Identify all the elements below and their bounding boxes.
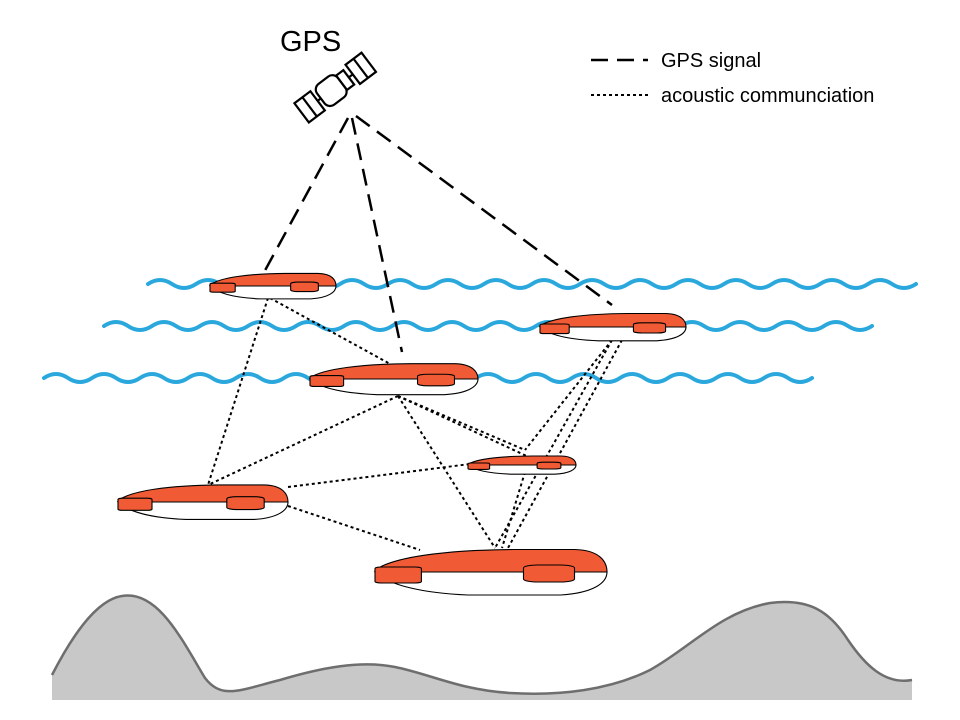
gps-link	[260, 117, 350, 277]
auv-vehicle-icon	[118, 485, 288, 520]
acoustic-link	[397, 395, 526, 451]
wave-2	[102, 320, 874, 332]
acoustic-link	[207, 395, 399, 486]
auv-vehicle-icon	[310, 364, 478, 395]
sea-surface-waves	[42, 278, 918, 384]
legend-acoustic-label: acoustic communciation	[661, 85, 874, 107]
acoustic-link	[207, 297, 269, 486]
acoustic-link	[494, 339, 613, 549]
satellite-label: GPS	[280, 26, 341, 58]
acoustic-link	[507, 339, 623, 549]
acoustic-link	[287, 505, 421, 551]
acoustic-link	[524, 339, 613, 451]
acoustic-link	[501, 471, 526, 549]
auv-vehicle-icon	[468, 456, 576, 474]
acoustic-link	[269, 297, 393, 366]
auv-vehicle-icon	[375, 550, 607, 596]
acoustic-links	[207, 297, 623, 551]
satellite-icon	[292, 51, 378, 124]
gps-signal-links	[260, 114, 613, 353]
acoustic-link	[397, 395, 549, 467]
acoustic-link	[397, 395, 496, 549]
gps-link	[355, 114, 613, 307]
auv-vehicle-icon	[210, 273, 336, 298]
auv-vehicle-icon	[540, 314, 686, 341]
legend-gps-label: GPS signal	[661, 50, 761, 72]
gps-link	[350, 117, 404, 353]
acoustic-link	[287, 463, 471, 488]
seabed	[50, 594, 913, 700]
legend: GPS signal acoustic communciation	[591, 50, 874, 107]
